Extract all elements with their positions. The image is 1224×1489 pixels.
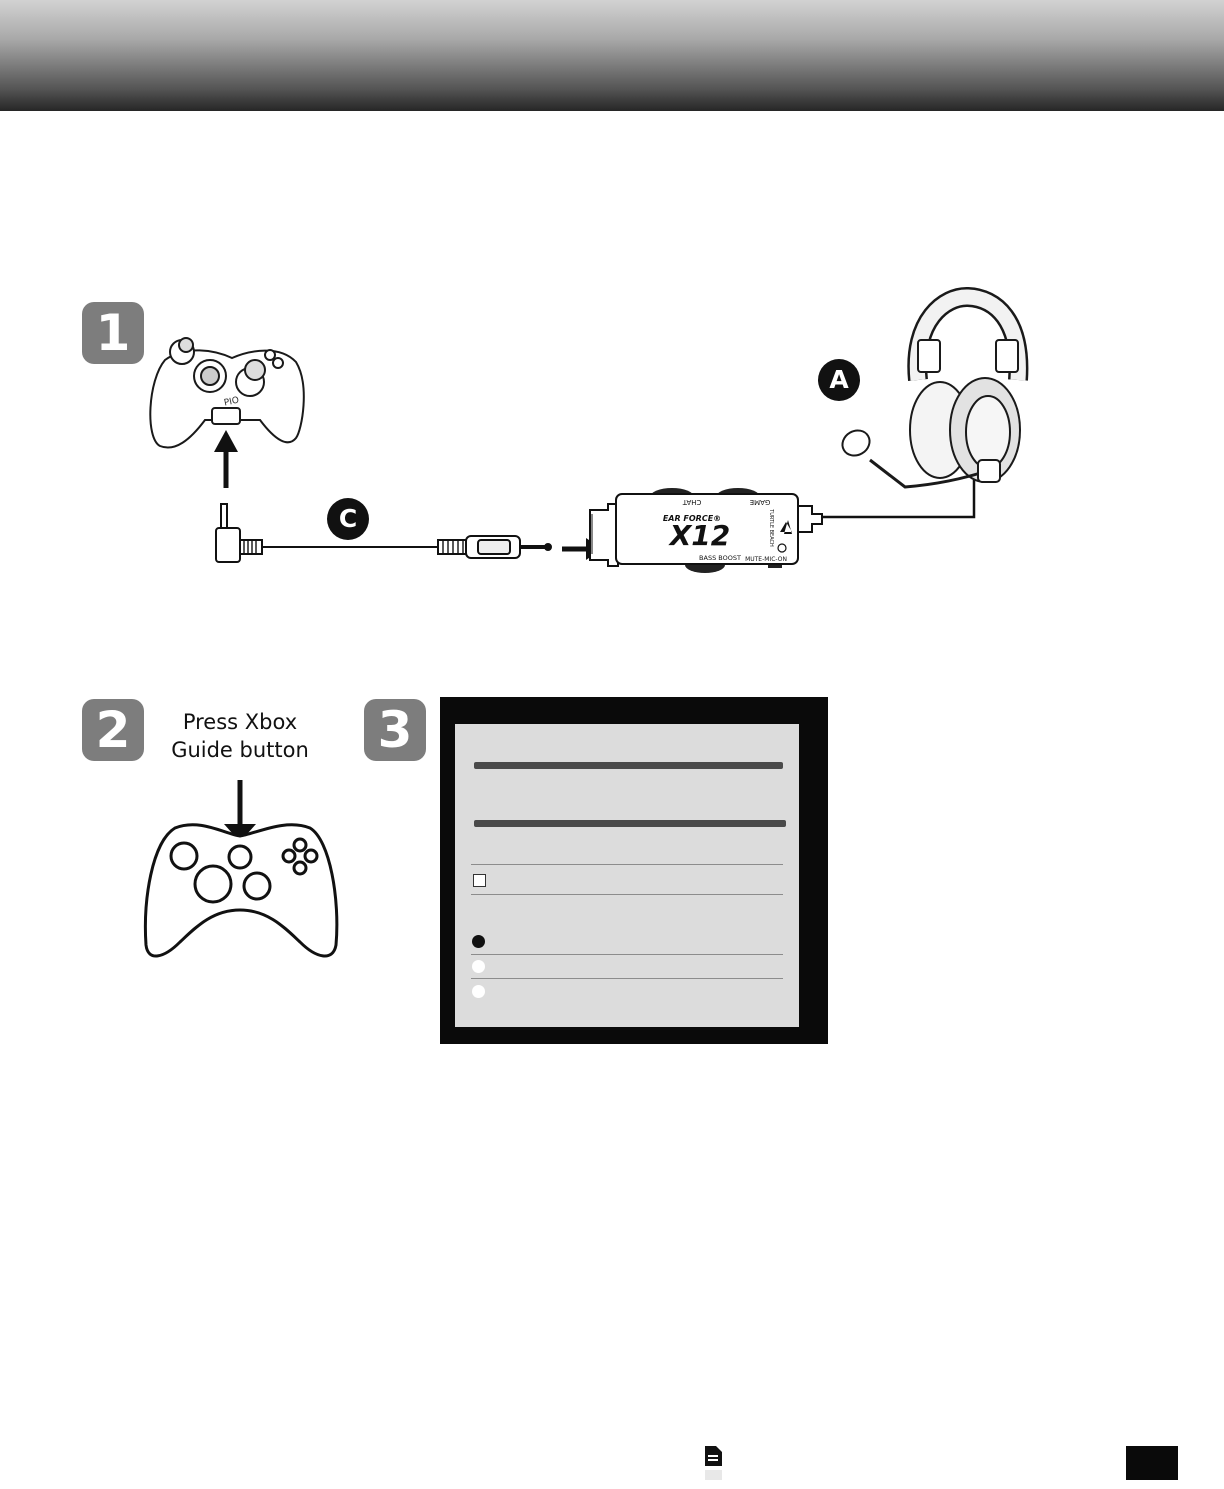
arrow-down-icon (224, 780, 256, 842)
controller-outline-illustration (144, 823, 339, 958)
mixer-game-label: GAME (750, 498, 771, 506)
caption-line-1: Press Xbox (182, 710, 298, 734)
settings-menu-panel (455, 724, 799, 1027)
header-band (0, 0, 1224, 111)
mixer-mute-label: MUTE-MIC-ON (745, 556, 787, 563)
wireless-controller-illustration: PIO (149, 337, 305, 449)
menu-heading-bar (474, 762, 783, 769)
mixer-chat-label: CHAT (682, 498, 701, 506)
mixer-amplifier: CHAT GAME EAR FORCE® X12 BASS BOOST MUTE… (589, 488, 823, 573)
mixer-bass-boost-label: BASS BOOST (699, 554, 741, 562)
headset-illustration (841, 287, 1029, 489)
mixer-brand: EAR FORCE® (663, 514, 721, 523)
mixer-model: X12 (668, 519, 731, 552)
guide-button-diagram (144, 780, 339, 958)
menu-radio-option-1[interactable] (472, 935, 485, 948)
menu-divider (471, 864, 783, 865)
arrow-up-icon (214, 430, 238, 488)
mixer-led-icon (777, 543, 787, 553)
headset-cable (822, 480, 976, 519)
step-3-badge: 3 (364, 699, 426, 761)
menu-subheading-bar (474, 820, 786, 827)
menu-divider (471, 978, 783, 979)
step-2-badge: 2 (82, 699, 144, 761)
right-angle-plug (215, 503, 263, 563)
step-2-caption: Press Xbox Guide button (160, 708, 320, 764)
caption-line-2: Guide button (171, 738, 309, 762)
console-screen (440, 697, 828, 1044)
menu-divider (471, 894, 783, 895)
palm-tree-icon (780, 520, 792, 534)
step-1-badge: 1 (82, 302, 144, 364)
menu-radio-option-3[interactable] (472, 985, 485, 998)
page-number-tab (1126, 1446, 1178, 1480)
mixer-maker-label: TURTLE BEACH (768, 508, 774, 547)
menu-radio-option-2[interactable] (472, 960, 485, 973)
callout-a: A (818, 359, 860, 401)
callout-c: C (327, 498, 369, 540)
controller-label: PIO (223, 396, 240, 409)
menu-divider (471, 954, 783, 955)
document-icon (705, 1446, 722, 1480)
connection-diagram: PIO (149, 287, 1029, 573)
straight-plug (437, 535, 552, 559)
menu-checkbox[interactable] (473, 874, 486, 887)
